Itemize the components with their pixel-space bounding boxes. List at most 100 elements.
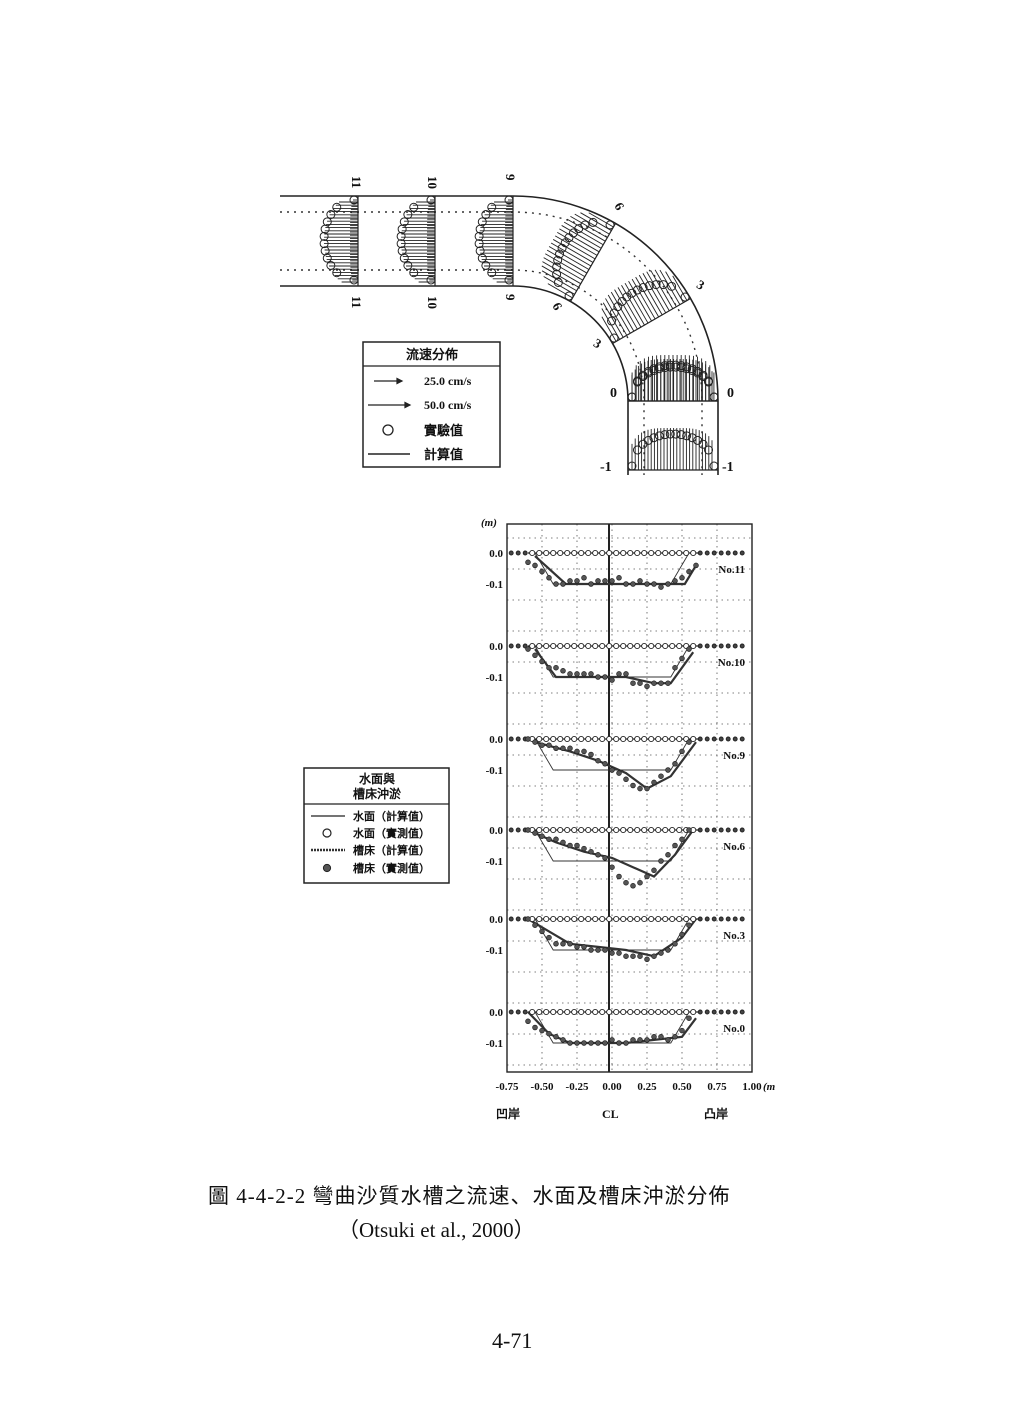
bank-point	[739, 827, 745, 833]
bed-measured-point	[651, 867, 657, 874]
water-surface-measured-point	[585, 549, 592, 557]
section-label-6-outer: 6	[611, 200, 627, 214]
velocity-measured-point	[349, 275, 359, 285]
velocity-measured-point	[320, 246, 330, 256]
water-surface-measured-point	[655, 549, 662, 557]
bed-measured-point	[581, 575, 587, 581]
y-tick-label: 0.0	[489, 548, 503, 560]
water-surface-measured-point	[557, 1008, 564, 1016]
bank-point	[704, 736, 710, 742]
water-surface-measured-point	[613, 826, 620, 834]
profile-legend: 水面與 槽床沖淤 水面（計算值） 水面（實測值） 槽床（計算值） 槽床（實測值）	[303, 767, 450, 884]
bed-measured-point	[672, 578, 678, 584]
velocity-measured-point	[481, 260, 491, 270]
bed-measured-point	[553, 836, 559, 843]
water-surface-measured-point	[599, 549, 606, 557]
x-tick-label: 0.25	[637, 1081, 657, 1093]
water-surface-measured-point	[543, 549, 550, 557]
water-surface-measured-point	[683, 549, 690, 557]
bed-measured-point	[602, 947, 608, 953]
bed-measured-point	[609, 677, 615, 683]
velocity-vector	[650, 270, 674, 309]
bed-measured-point	[588, 947, 594, 953]
water-surface-measured-point	[564, 915, 571, 923]
bed-measured-point	[595, 1040, 601, 1046]
velocity-vector	[617, 287, 642, 328]
bank-point	[718, 736, 724, 742]
water-surface-measured-point	[557, 549, 564, 557]
velocity-measured-point	[617, 296, 627, 306]
bank-point	[739, 643, 745, 649]
water-surface-measured-point	[676, 735, 683, 743]
velocity-vector	[665, 271, 684, 303]
bed-measured-point	[595, 674, 601, 680]
velocity-vector	[554, 235, 596, 260]
bed-measured-point	[623, 671, 629, 677]
bed-measured-point	[553, 1034, 559, 1040]
velocity-measured-point	[627, 392, 637, 402]
bed-measured-point	[672, 941, 678, 947]
bank-point	[732, 736, 738, 742]
bed-measured-point	[588, 1040, 594, 1046]
bed-measured-point	[686, 922, 692, 928]
bed-measured-point	[546, 664, 552, 671]
bed-measured-point	[637, 879, 643, 886]
bank-point	[697, 550, 703, 556]
bed-measured-point	[665, 947, 671, 953]
profile-legend-title-2: 槽床沖淤	[353, 786, 401, 801]
bank-point	[711, 1009, 717, 1015]
water-surface-measured-point	[585, 826, 592, 834]
velocity-measured-point	[475, 246, 485, 256]
velocity-vector	[563, 221, 604, 246]
bed-measured-point	[623, 953, 629, 959]
velocity-measured-point	[319, 239, 329, 249]
bed-measured-point	[679, 655, 685, 662]
water-surface-measured-point	[648, 735, 655, 743]
bank-point	[732, 643, 738, 649]
x-tick-label: -0.25	[566, 1081, 589, 1093]
velocity-vector	[672, 275, 688, 301]
bed-measured-point	[651, 1034, 657, 1040]
velocity-vector	[610, 291, 635, 332]
water-surface-measured-point	[536, 735, 543, 743]
bed-measured-point	[672, 664, 678, 671]
water-surface-measured-point	[676, 826, 683, 834]
velocity-measured-circles	[319, 195, 719, 471]
velocity-vector	[542, 261, 581, 285]
velocity-legend-item-4: 計算值	[424, 447, 463, 462]
velocity-measured-point	[671, 429, 681, 439]
bank-point	[725, 736, 731, 742]
velocity-measured-point	[396, 231, 406, 241]
velocity-vectors	[324, 199, 719, 471]
velocity-measured-point	[671, 360, 681, 370]
bank-point	[697, 827, 703, 833]
water-surface-measured-point	[662, 549, 669, 557]
bed-measured-point	[567, 745, 573, 752]
y-unit-label: (m)	[481, 517, 497, 529]
bed-measured-point	[532, 922, 538, 928]
bed-measured-point	[539, 928, 545, 935]
bank-point	[515, 736, 521, 742]
velocity-vector	[614, 289, 638, 330]
bank-point	[515, 1009, 521, 1015]
bed-measured-point	[623, 581, 629, 587]
velocity-measured-point	[552, 269, 562, 279]
velocity-measured-point	[665, 429, 675, 439]
water-surface-measured-point	[606, 549, 613, 557]
y-tick-label: -0.1	[486, 945, 503, 957]
velocity-measured-point	[399, 253, 409, 263]
velocity-measured-point	[481, 210, 491, 220]
bank-point	[704, 1009, 710, 1015]
water-surface-measured-point	[550, 549, 557, 557]
water-surface-measured-point	[648, 549, 655, 557]
water-surface-measured-point	[627, 735, 634, 743]
velocity-measured-point	[326, 260, 336, 270]
bank-point	[732, 550, 738, 556]
velocity-measured-point	[676, 430, 686, 440]
water-surface-measured-point	[669, 1008, 676, 1016]
velocity-measured-point	[557, 243, 567, 253]
bed-calc-line	[534, 741, 697, 790]
water-surface-measured-point	[585, 735, 592, 743]
velocity-measured-point	[552, 262, 562, 272]
bed-measured-point	[665, 1037, 671, 1043]
